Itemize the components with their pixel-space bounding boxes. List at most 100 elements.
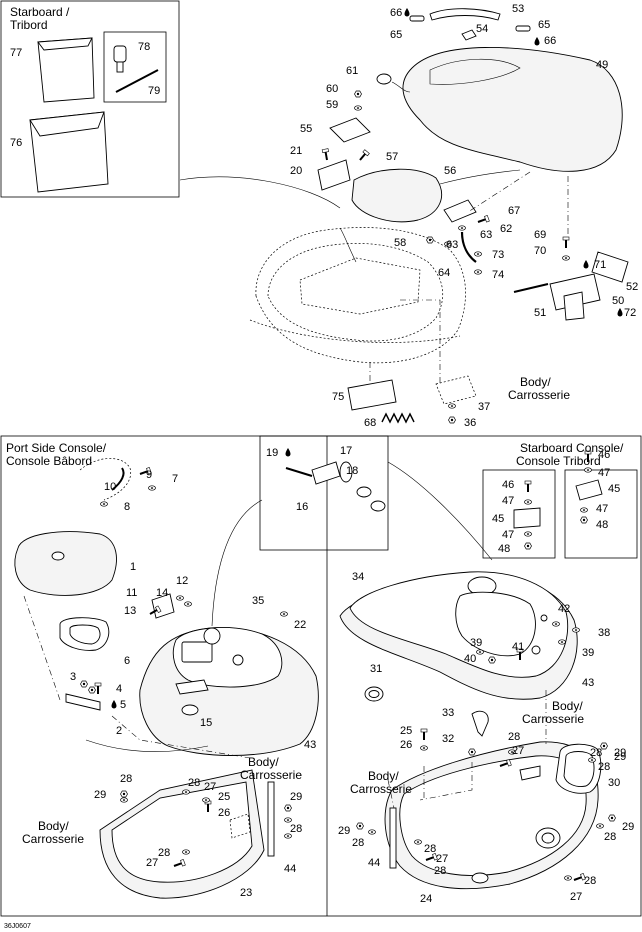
callout-60: 60: [326, 83, 338, 95]
callout-21: 21: [290, 145, 302, 157]
callout-47c: 47: [598, 467, 610, 479]
callout-13: 13: [124, 605, 136, 617]
section-body-left-l1: Body/: [38, 819, 69, 833]
nut-60: [354, 90, 362, 98]
callout-36: 36: [464, 417, 476, 429]
callout-62: 62: [500, 223, 512, 235]
top-left-inset-box: [0, 0, 180, 198]
callout-14: 14: [156, 587, 168, 599]
callout-27a: 27: [512, 745, 524, 757]
stud-65-right: [515, 25, 531, 32]
callout-38: 38: [598, 627, 610, 639]
callout-24: 24: [420, 893, 432, 905]
seat-cushion-56: [351, 168, 443, 223]
section-body-left-l2: Carrosserie: [22, 832, 84, 846]
callout-8: 8: [124, 501, 130, 513]
callout-43a: 43: [304, 739, 316, 751]
screw-21: [321, 148, 331, 161]
callout-29b: 29: [622, 821, 634, 833]
callout-28f: 28: [434, 865, 446, 877]
callout-69: 69: [534, 229, 546, 241]
washer-70: [562, 255, 570, 261]
callout-43b: 43: [582, 677, 594, 689]
nut-40: [488, 656, 496, 664]
port-lower-panel-23: [99, 769, 265, 899]
washer-42: [552, 621, 560, 627]
starboard-lower-panel-24: [384, 741, 599, 890]
callout-18: 18: [346, 465, 358, 477]
washer-28a: [182, 849, 190, 855]
spring-68: [381, 412, 415, 424]
section-body-right-lower-l2: Carrosserie: [350, 782, 412, 796]
washer-28e: [284, 817, 292, 823]
center-inset-box: [259, 435, 389, 551]
callout-26b: 26: [218, 807, 230, 819]
callout-28l: 28: [590, 747, 602, 759]
callout-27d: 27: [204, 781, 216, 793]
washer-28d: [202, 797, 210, 803]
callout-54: 54: [476, 23, 488, 35]
callout-3: 3: [70, 671, 76, 683]
callout-73: 73: [492, 249, 504, 261]
callout-63b: 63: [446, 239, 458, 251]
callout-76: 76: [10, 137, 22, 149]
callout-68: 68: [364, 417, 376, 429]
bracket-2: [65, 693, 101, 711]
screw-4: [94, 682, 102, 695]
callout-34: 34: [352, 571, 364, 583]
callout-70: 70: [534, 245, 546, 257]
callout-40: 40: [464, 653, 476, 665]
callout-30: 30: [608, 777, 620, 789]
callout-25b: 25: [218, 791, 230, 803]
starboard-bracket-inset-a: [482, 469, 556, 559]
callout-46a: 46: [502, 479, 514, 491]
callout-29d: 29: [94, 789, 106, 801]
callout-77: 77: [10, 47, 22, 59]
washer-12a: [176, 595, 184, 601]
callout-29c: 29: [338, 825, 350, 837]
callout-57: 57: [386, 151, 398, 163]
callout-55: 55: [300, 123, 312, 135]
callout-12: 12: [176, 575, 188, 587]
callout-27c: 27: [570, 891, 582, 903]
drop-5: [111, 700, 117, 709]
storage-bin-76: [29, 111, 109, 193]
callout-27e: 27: [146, 857, 158, 869]
callout-44a: 44: [368, 857, 380, 869]
callout-27b: 27: [436, 853, 448, 865]
callout-67: 67: [508, 205, 520, 217]
starboard-console-34-43: [339, 571, 578, 700]
washer-59: [354, 105, 362, 111]
plug-32: [468, 748, 476, 756]
section-starboard-console-l1: Starboard Console/: [520, 441, 624, 455]
latch-plate-20: [317, 159, 351, 191]
callout-52: 52: [626, 281, 638, 293]
callout-37: 37: [478, 401, 490, 413]
callout-50: 50: [612, 295, 624, 307]
section-port-console-l1: Port Side Console/: [6, 441, 107, 455]
bracket-67: [443, 199, 477, 223]
callout-29e: 29: [290, 791, 302, 803]
callout-47b: 47: [502, 529, 514, 541]
callout-51: 51: [534, 307, 546, 319]
strip-44-starboard: [389, 807, 397, 869]
nut-3b: [88, 686, 96, 694]
nut-29a: [120, 790, 128, 798]
nut-29e: [356, 822, 364, 830]
callout-28a: 28: [508, 731, 520, 743]
callout-72: 72: [624, 307, 636, 319]
washer-39a: [476, 649, 484, 655]
washer-39b: [558, 639, 566, 645]
section-starboard-console-l2: Console Tribord: [516, 454, 601, 468]
callout-45a: 45: [492, 513, 504, 525]
nut-29d: [608, 814, 616, 822]
seat-cover-49: [402, 47, 623, 172]
callout-79: 79: [148, 85, 160, 97]
callout-28c: 28: [604, 831, 616, 843]
washer-12b: [184, 601, 192, 607]
callout-22: 22: [294, 619, 306, 631]
section-body-mid-l2: Carrosserie: [240, 768, 302, 782]
callout-10: 10: [104, 481, 116, 493]
callout-49: 49: [596, 59, 608, 71]
